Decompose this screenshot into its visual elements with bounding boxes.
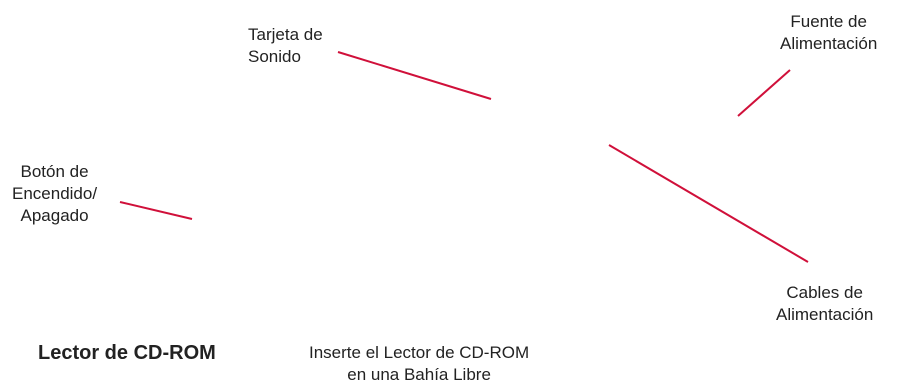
leader-power-button (119, 201, 193, 220)
diagram-title: Lector de CD-ROM (38, 342, 216, 364)
label-sound-card: Tarjeta de Sonido (248, 24, 323, 68)
leader-sound-card (337, 51, 492, 100)
label-power-supply-line2: Alimentación (780, 34, 878, 53)
label-power-supply-line1: Fuente de (790, 12, 867, 31)
instruction-text: Inserte el Lector de CD-ROM en una Bahía… (309, 342, 529, 386)
label-sound-card-line1: Tarjeta de (248, 25, 323, 44)
label-power-button-line2: Encendido/ (12, 184, 98, 203)
leader-power-supply (737, 69, 791, 117)
leader-power-cables (608, 144, 809, 263)
label-power-button: Botón de Encendido/ Apagado (12, 161, 97, 227)
instruction-line2: en una Bahía Libre (347, 365, 491, 384)
label-power-cables-line1: Cables de (786, 283, 863, 302)
instruction-line1: Inserte el Lector de CD-ROM (309, 343, 530, 362)
label-power-cables-line2: Alimentación (776, 305, 874, 324)
label-power-cables: Cables de Alimentación (776, 282, 873, 326)
label-power-button-line3: Apagado (20, 206, 89, 225)
label-power-supply: Fuente de Alimentación (780, 11, 877, 55)
label-power-button-line1: Botón de (20, 162, 89, 181)
label-sound-card-line2: Sonido (248, 47, 301, 66)
